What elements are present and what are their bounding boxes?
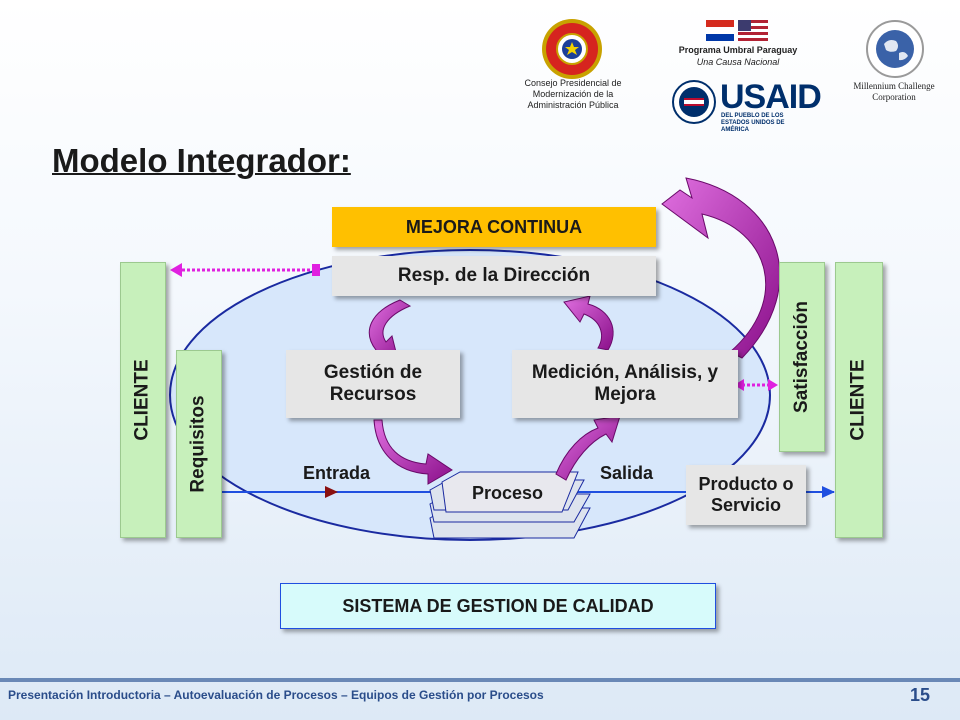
entrada-arrowhead xyxy=(325,486,338,498)
flags-icon xyxy=(706,20,768,42)
entrada-label: Entrada xyxy=(303,463,371,483)
cliente-right-label: CLIENTE xyxy=(848,359,869,441)
arrow-gestion-to-proceso xyxy=(373,419,453,485)
arrow-medicion-to-resp xyxy=(563,295,614,351)
footer-text: Presentación Introductoria – Autoevaluac… xyxy=(8,688,544,702)
page-title: Modelo Integrador: xyxy=(52,142,351,179)
producto-box: Producto o Servicio xyxy=(686,465,806,525)
cliente-left-label: CLIENTE xyxy=(132,359,153,441)
page-number: 15 xyxy=(910,685,931,705)
cliente-left-box: CLIENTE xyxy=(120,262,166,538)
satisfaccion-label: Satisfacción xyxy=(791,301,812,413)
gestion-recursos-box: Gestión de Recursos xyxy=(286,350,460,418)
requisitos-label: Requisitos xyxy=(188,395,209,493)
programa-subtitle: Una Causa Nacional xyxy=(696,57,780,67)
mcc-globe-logo xyxy=(866,20,924,78)
footer-divider xyxy=(0,678,960,682)
consejo-caption: Consejo Presidencial de Modernización de… xyxy=(524,78,622,110)
mejora-continua-box: MEJORA CONTINUA xyxy=(332,207,656,247)
medicion-box: Medición, Análisis, y Mejora xyxy=(512,350,738,418)
paraguay-seal-logo xyxy=(541,18,603,80)
proceso-label: Proceso xyxy=(472,483,544,503)
programa-title: Programa Umbral Paraguay xyxy=(678,45,798,55)
requisitos-box: Requisitos xyxy=(176,350,222,538)
resp-direccion-box: Resp. de la Dirección xyxy=(332,256,656,296)
usaid-tagline: DEL PUEBLO DE LOS ESTADOS UNIDOS DE AMÉR… xyxy=(721,113,785,133)
arrow-mejora-continua xyxy=(661,177,781,359)
process-ellipse xyxy=(169,249,771,541)
sistema-gestion-box: SISTEMA DE GESTION DE CALIDAD xyxy=(280,583,716,629)
usaid-logo-text: USAID xyxy=(720,78,822,116)
cliente-right-box: CLIENTE xyxy=(835,262,883,538)
usaid-seal-icon xyxy=(672,80,716,124)
mcc-caption: Millennium Challenge Corporation xyxy=(853,81,935,102)
satisfaccion-box: Satisfacción xyxy=(779,262,825,452)
salida-arrowhead xyxy=(822,486,835,498)
salida-label: Salida xyxy=(600,463,654,483)
process-sheet-top xyxy=(441,471,579,513)
